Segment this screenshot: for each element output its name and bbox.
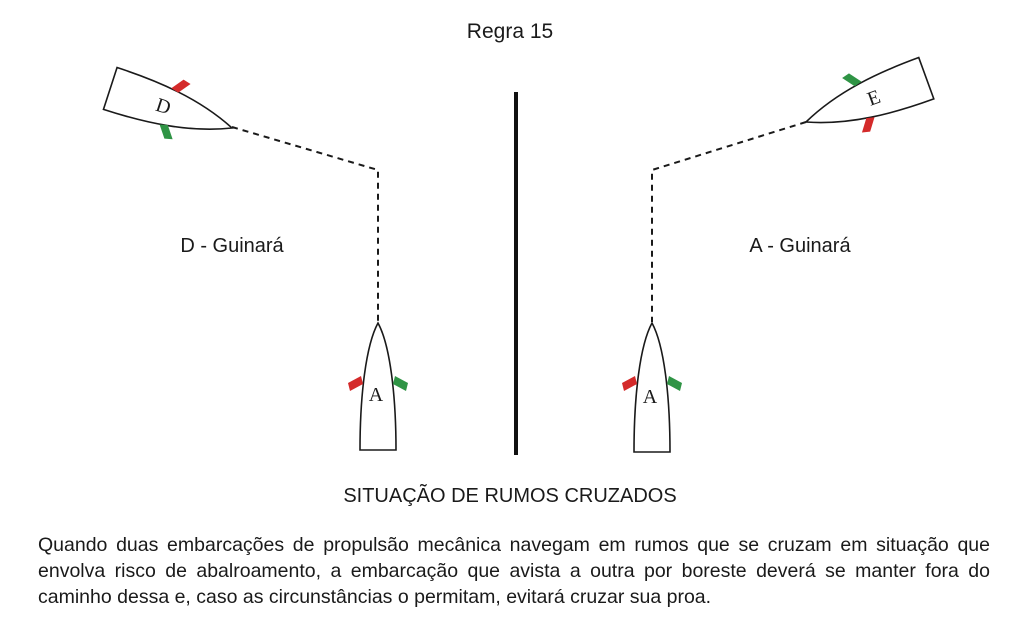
- vessel-a-left: A: [348, 321, 408, 451]
- right-dashed-track: [651, 121, 807, 322]
- vessel-e-starboard-light: [842, 73, 862, 87]
- vessel-a-right-hull: [633, 321, 671, 453]
- vessel-a-left-label: A: [369, 384, 384, 406]
- left-dashed-track: [231, 126, 379, 322]
- right-scene: E A A - Guinará: [622, 56, 935, 453]
- vessel-a-right-starboard-light: [667, 376, 682, 391]
- vessel-d-label: D: [153, 94, 174, 119]
- vessel-a-right-label: A: [643, 386, 658, 408]
- left-caption: D - Guinará: [180, 235, 284, 257]
- vessel-a-left-starboard-light: [393, 376, 408, 391]
- vessel-d: D: [102, 66, 234, 140]
- vessel-d-port-light: [171, 79, 191, 93]
- vessel-a-left-port-light: [348, 376, 363, 391]
- right-caption: A - Guinará: [749, 235, 851, 257]
- vessel-a-left-hull: [359, 321, 397, 451]
- vessel-d-starboard-light: [159, 124, 173, 140]
- vessel-d-hull: [102, 66, 234, 130]
- vessel-e: E: [804, 56, 935, 133]
- rule-description: Quando duas embarcações de propulsão mec…: [38, 534, 990, 608]
- situation-title: SITUAÇÃO DE RUMOS CRUZADOS: [343, 483, 676, 507]
- vessel-a-right-port-light: [622, 376, 637, 391]
- vessel-a-right: A: [622, 321, 682, 453]
- vessel-e-hull: [804, 56, 935, 124]
- diagram-title: Regra 15: [467, 20, 553, 43]
- left-scene: D A D - Guinará: [102, 66, 408, 451]
- vessel-e-port-light: [861, 117, 875, 133]
